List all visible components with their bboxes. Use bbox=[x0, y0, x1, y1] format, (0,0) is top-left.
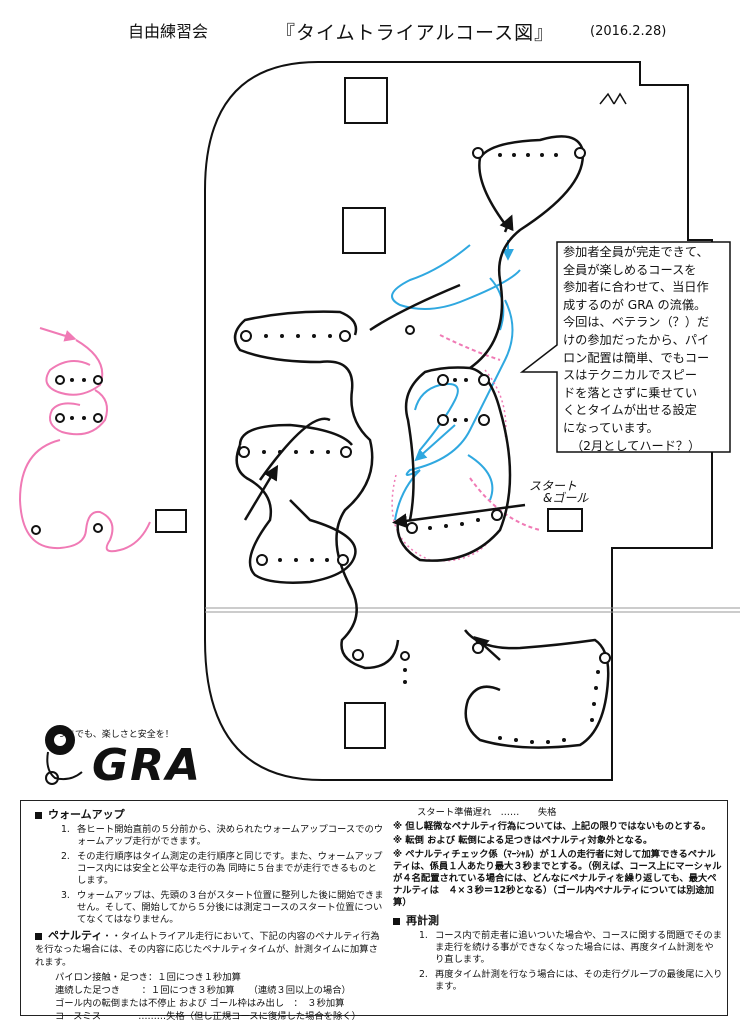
penalty-note: ※ ペナルティチェック係（ﾏｰｼｬﾙ）が１人の走行者に対して加算できるペナルティ… bbox=[393, 849, 722, 908]
obstacle-square bbox=[342, 207, 386, 254]
door-mark bbox=[599, 92, 627, 105]
warmup-item: 3.ウォームアップは、先頭の３台がスタート位置に整列した後に開始できません。そし… bbox=[61, 890, 384, 925]
course-map bbox=[18, 61, 740, 785]
logo-name: GRA bbox=[92, 740, 203, 791]
obstacle-square bbox=[344, 77, 388, 124]
remeasure-item: 1.コース内で前走者に追いついた場合や、コースに関する問題でそのまま走行を続ける… bbox=[419, 930, 722, 965]
start-goal-label: スタート &ゴール bbox=[529, 479, 589, 505]
remeasure-heading: 再計測 bbox=[393, 915, 723, 927]
penalty-list: パイロン接触・足つき：１回につき１秒加算 連続した足つき ：１回につき３秒加算 … bbox=[55, 972, 361, 1022]
rules-box: ウォームアップ 1.各ヒート開始直前の５分前から、決められたウォームアップコース… bbox=[20, 800, 728, 1022]
penalty-note: ※ 但し軽微なペナルティ行為については、上記の限りではないものとする。 bbox=[393, 821, 711, 832]
rules-left-column: ウォームアップ 1.各ヒート開始直前の５分前から、決められたウォームアップコース… bbox=[35, 807, 385, 1024]
page-title: 『タイムトライアルコース図』 bbox=[276, 22, 555, 44]
rules-right-column: スタート準備遅れ …… 失格 ※ 但し軽微なペナルティ行為については、上記の限り… bbox=[393, 807, 723, 996]
event-name: 自由練習会 bbox=[128, 22, 209, 41]
warmup-box bbox=[155, 509, 187, 533]
warmup-heading: ウォームアップ bbox=[35, 809, 385, 821]
obstacle-square bbox=[344, 702, 386, 749]
start-goal-box bbox=[547, 508, 583, 532]
venue-outline bbox=[204, 61, 713, 781]
remeasure-item: 2.再度タイム計測を行なう場合には、その走行グループの最後尾に入ります。 bbox=[419, 969, 723, 992]
gra-mascot-icon bbox=[45, 725, 83, 785]
pylon-dots bbox=[70, 153, 600, 744]
main-course-path bbox=[233, 135, 610, 749]
note-bubble bbox=[519, 241, 731, 453]
logo-tagline: いつまでも、楽しさと安全を！ bbox=[48, 730, 174, 740]
pylons bbox=[31, 147, 611, 664]
note-text: 参加者全員が完走できて、 全員が楽しめるコースを 参加者に合わせて、当日作 成す… bbox=[563, 245, 710, 453]
event-date: (2016.2.28) bbox=[590, 24, 667, 39]
penalty-note: ※ 転倒 および 転倒による足つきはペナルティ対象外となる。 bbox=[393, 835, 653, 846]
warmup-item: 1.各ヒート開始直前の５分前から、決められたウォームアップコースでのウォームアッ… bbox=[61, 824, 384, 847]
penalty-heading: ペナルティ・・タイムトライアル走行において、下記の内容のペナルティ行為を行なった… bbox=[35, 929, 380, 968]
start-delay-rule: スタート準備遅れ …… 失格 bbox=[417, 807, 557, 818]
pink-route bbox=[18, 327, 541, 553]
warmup-item: 2.その走行順序はタイム測定の走行順序と同じです。また、ウォームアップコース内に… bbox=[61, 851, 383, 886]
